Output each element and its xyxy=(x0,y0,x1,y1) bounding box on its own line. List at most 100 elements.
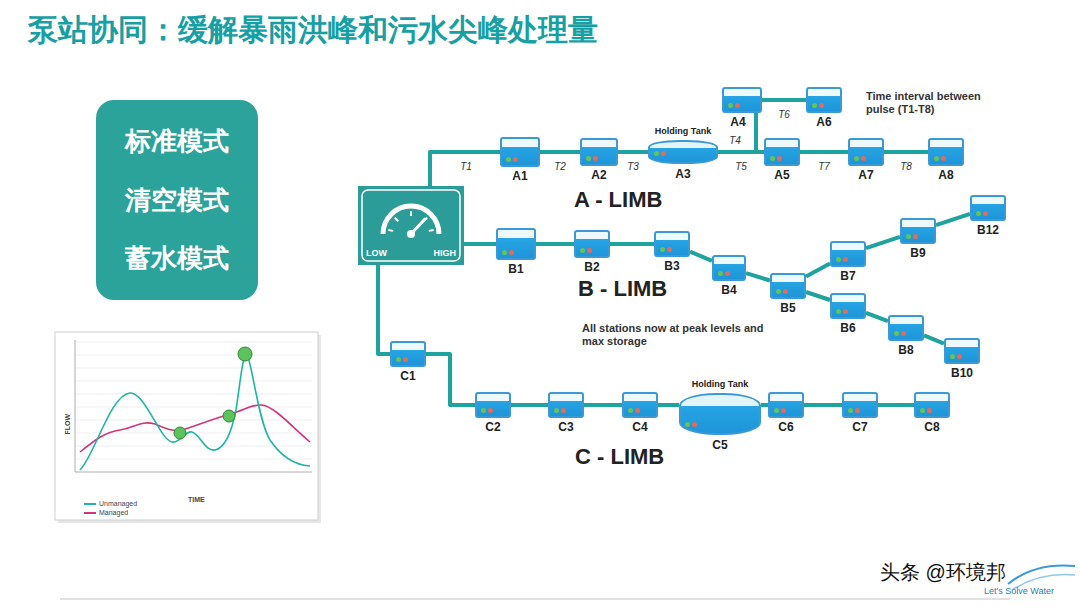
status-lamp xyxy=(812,103,817,108)
mode-text: 标准模式 xyxy=(125,124,229,159)
marker-dot xyxy=(238,347,252,361)
legend-swatch xyxy=(84,512,96,514)
chart-frame xyxy=(55,332,318,520)
status-lamp xyxy=(628,408,633,413)
station-body xyxy=(712,255,746,281)
status-lamp xyxy=(580,248,585,253)
managed-curve xyxy=(80,405,310,452)
pump-station: A1 xyxy=(500,137,540,167)
status-lamp xyxy=(920,408,925,413)
station-label: C4 xyxy=(632,420,647,434)
status-lamp xyxy=(777,156,782,161)
station-body xyxy=(928,138,964,166)
pipe-connector xyxy=(800,150,848,154)
axis-title: FLOW xyxy=(64,414,72,435)
pipe-connector xyxy=(690,252,712,261)
legend-text: Managed xyxy=(99,509,128,516)
pipe-connector xyxy=(511,403,548,407)
status-lamp xyxy=(843,257,848,262)
pipe-connector xyxy=(718,150,764,154)
station-body xyxy=(914,392,950,418)
pump-station: A5 xyxy=(764,138,800,166)
status-lamp xyxy=(770,156,775,161)
status-lamp xyxy=(654,151,659,156)
station-label: B5 xyxy=(780,301,795,315)
legend-item: Unmanaged xyxy=(84,500,137,507)
station-body xyxy=(722,87,762,113)
holding-tank: Holding TankA3 xyxy=(648,140,718,164)
station-body xyxy=(764,138,800,166)
station-label: A5 xyxy=(774,168,789,182)
station-label: B8 xyxy=(898,343,913,357)
status-lamp xyxy=(861,156,866,161)
status-lamp xyxy=(783,289,788,294)
status-lamp xyxy=(901,331,906,336)
status-lamp xyxy=(854,156,859,161)
pump-station: C7 xyxy=(842,392,878,418)
status-lamp xyxy=(667,247,672,252)
tank-caption: Holding Tank xyxy=(655,126,711,136)
pipe-connector xyxy=(878,403,914,407)
note: Time interval between pulse (T1-T8) xyxy=(866,90,1011,116)
pump-station: B1 xyxy=(496,228,536,260)
gauge-arc xyxy=(383,206,439,234)
pump-station: A4 xyxy=(722,87,762,113)
gauge-hub xyxy=(407,230,415,238)
station-label: A3 xyxy=(675,167,690,181)
station-label: B9 xyxy=(910,246,925,260)
pipe-connector xyxy=(618,150,648,154)
drawing-part xyxy=(75,355,312,356)
status-lamp xyxy=(488,408,493,413)
status-lamp xyxy=(593,156,598,161)
status-lamp xyxy=(718,271,723,276)
pump-station: B12 xyxy=(970,195,1006,221)
limb-label: A - LIMB xyxy=(574,187,662,213)
drawing-part xyxy=(75,407,312,408)
pump-station: C3 xyxy=(548,392,584,418)
pipe-connector xyxy=(426,354,475,405)
station-body xyxy=(496,228,536,260)
gauge-label: HIGH xyxy=(434,248,457,258)
axis-title: TIME xyxy=(188,496,205,504)
interval-label: T7 xyxy=(817,161,831,172)
station-label: C2 xyxy=(485,420,500,434)
station-body xyxy=(842,392,878,418)
status-lamp xyxy=(502,250,507,255)
status-lamp xyxy=(843,309,848,314)
status-lamp xyxy=(927,408,932,413)
station-body xyxy=(622,392,658,418)
status-lamp xyxy=(587,248,592,253)
pipe-connector xyxy=(464,242,496,246)
status-lamp xyxy=(819,103,824,108)
status-lamp xyxy=(934,156,939,161)
status-lamp xyxy=(661,151,666,156)
tank-caption: Holding Tank xyxy=(692,379,748,389)
unmanaged-curve xyxy=(80,355,310,470)
mode-text: 蓄水模式 xyxy=(125,241,229,276)
station-body xyxy=(848,138,884,166)
pipe-connector xyxy=(610,242,654,246)
drawing-part xyxy=(75,368,312,369)
station-body xyxy=(770,273,806,299)
gauge-tick xyxy=(395,218,399,222)
x-axis xyxy=(75,472,312,473)
legend-item: Managed xyxy=(84,509,128,516)
marker-dot xyxy=(223,410,235,422)
pipe-connector xyxy=(762,98,806,102)
status-lamp xyxy=(913,234,918,239)
station-label: B10 xyxy=(951,366,973,380)
pump-station: A8 xyxy=(928,138,964,166)
status-lamp xyxy=(586,156,591,161)
interval-label: T2 xyxy=(553,161,567,172)
pipe-connector xyxy=(804,403,842,407)
station-label: B1 xyxy=(508,262,523,276)
interval-label: T1 xyxy=(459,161,473,172)
drawing-part xyxy=(75,394,312,395)
status-lamp xyxy=(941,156,946,161)
status-lamp xyxy=(976,211,981,216)
interval-label: T5 xyxy=(734,161,748,172)
station-label: A1 xyxy=(512,169,527,183)
pipe-connector xyxy=(884,150,928,154)
status-lamp xyxy=(728,103,733,108)
